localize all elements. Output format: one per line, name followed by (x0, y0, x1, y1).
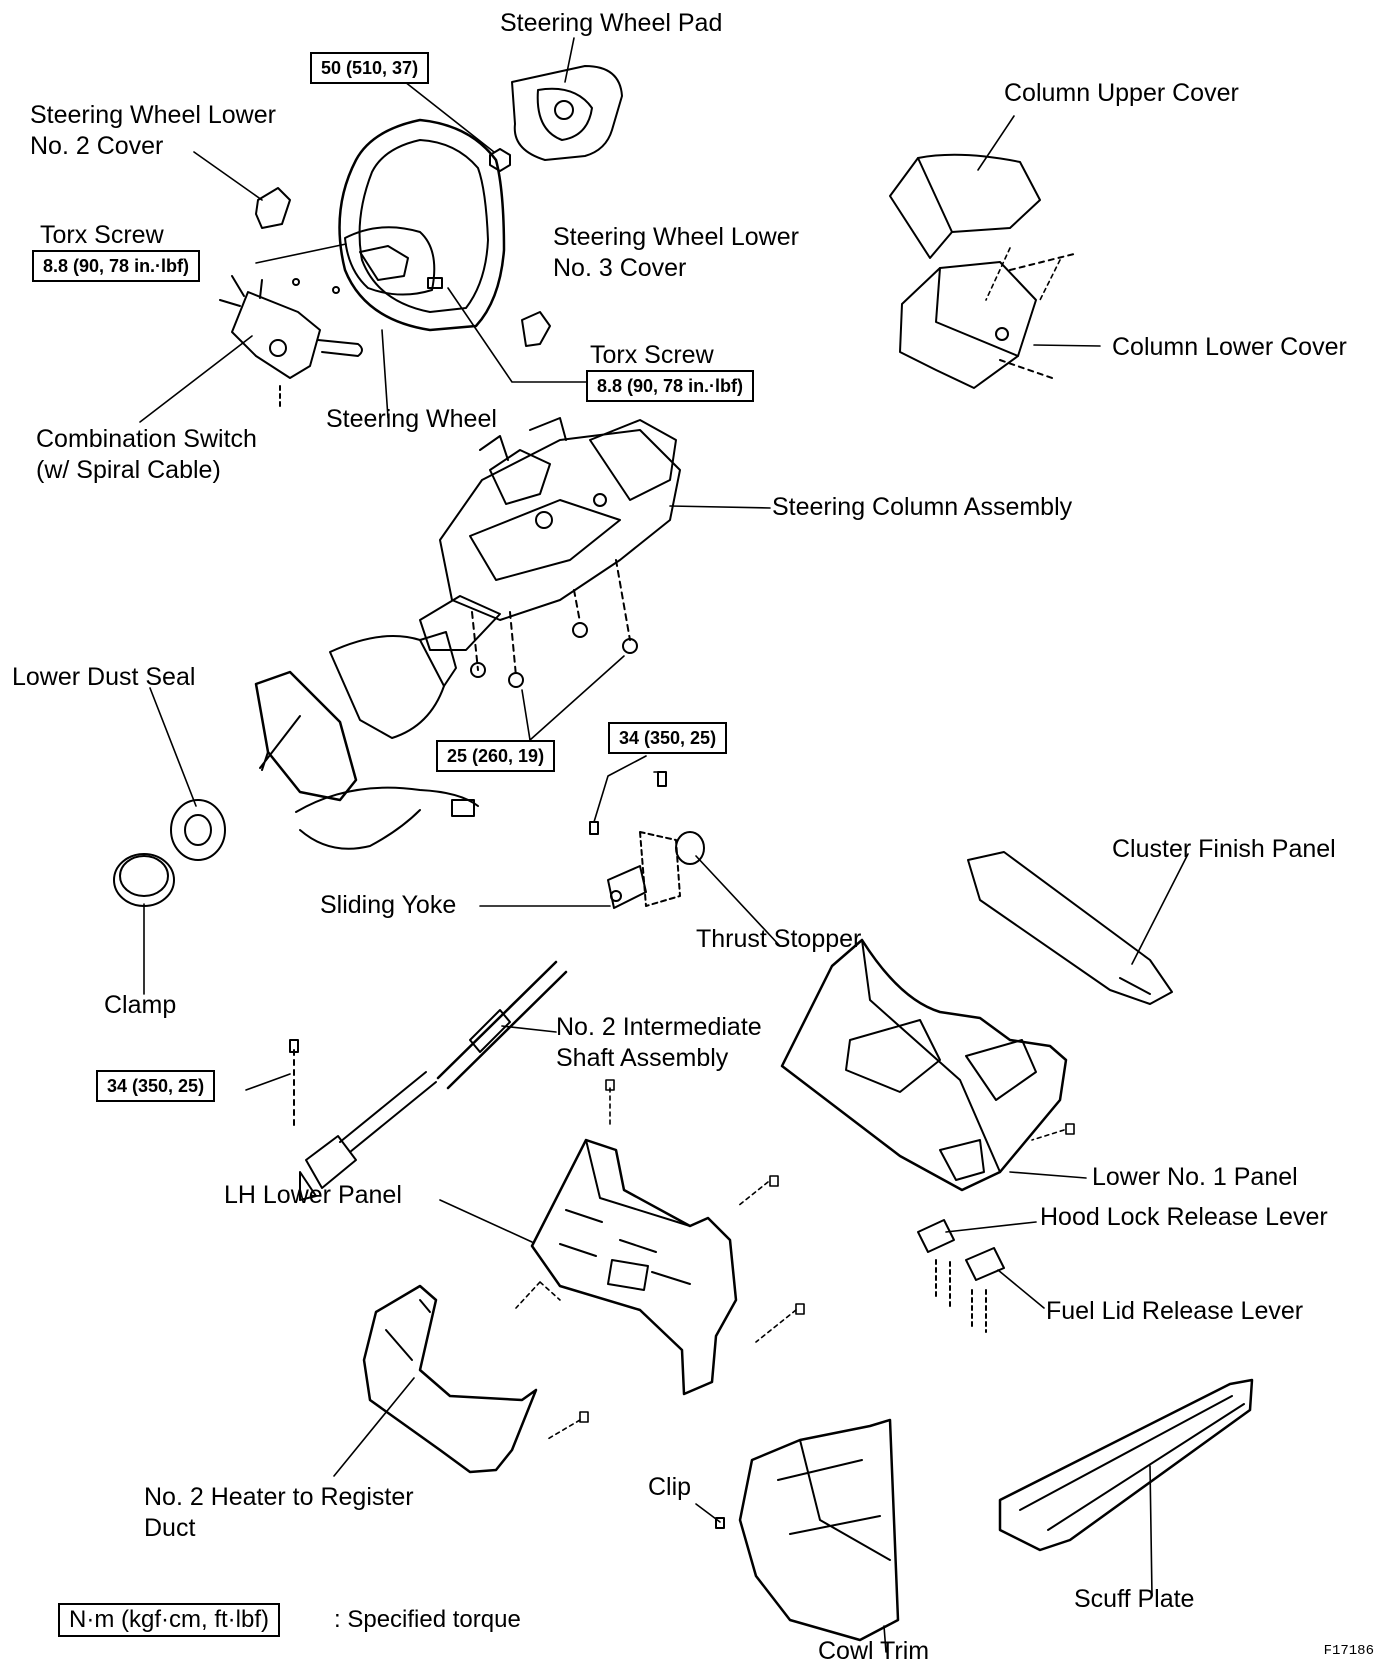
torque-wheel-nut: 50 (510, 37) (310, 52, 430, 84)
lh-lower-panel (530, 1138, 738, 1396)
no2-heater-to-register-duct (362, 1284, 538, 1474)
legend-unit-box: N·m (kgf·cm, ft·lbf) (58, 1603, 280, 1637)
label-steering-wheel-pad: Steering Wheel Pad (500, 9, 723, 37)
label-thrust-stopper: Thrust Stopper (696, 925, 862, 953)
label-hood-lock-release-lever: Hood Lock Release Lever (1040, 1203, 1328, 1231)
torque-yoke-bolts: 34 (350, 25) (608, 722, 728, 754)
label-clip: Clip (648, 1473, 692, 1501)
label-cluster-finish-panel: Cluster Finish Panel (1112, 835, 1336, 863)
label-combination-switch: Combination Switch (w/ Spiral Cable) (36, 425, 257, 484)
lower-boot-assembly (254, 631, 479, 850)
lower-no1-panel (780, 938, 1068, 1192)
lower-dust-seal (170, 799, 226, 861)
column-lower-cover (899, 253, 1075, 389)
label-lh-lower-panel: LH Lower Panel (224, 1181, 402, 1209)
label-lower-dust-seal: Lower Dust Seal (12, 663, 196, 691)
label-scuff-plate: Scuff Plate (1074, 1585, 1195, 1613)
fasteners (515, 247, 1075, 1441)
steering-wheel-pad (511, 65, 623, 161)
label-torx-screw-right: Torx Screw (590, 341, 714, 369)
combination-switch (219, 275, 363, 407)
label-column-lower-cover: Column Lower Cover (1112, 333, 1347, 361)
no2-intermediate-shaft-assembly (289, 960, 568, 1201)
column-mounting-nuts (470, 559, 638, 688)
label-torx-screw-left: Torx Screw (40, 221, 164, 249)
cowl-trim (715, 1418, 900, 1642)
label-cowl-trim: Cowl Trim (818, 1637, 930, 1665)
label-no2-intermediate-shaft: No. 2 Intermediate Shaft Assembly (556, 1013, 762, 1072)
steering-wheel-lower-no3-cover (521, 311, 551, 347)
figure-id: F17186 (1323, 1643, 1374, 1659)
steering-wheel-lower-no2-cover (255, 187, 291, 229)
legend-text: : Specified torque (334, 1606, 521, 1633)
label-sliding-yoke: Sliding Yoke (320, 891, 457, 919)
label-no2-heater-duct: No. 2 Heater to Register Duct (144, 1483, 414, 1542)
label-clamp: Clamp (104, 991, 177, 1019)
clamp (113, 853, 175, 907)
steering-wheel (338, 118, 506, 332)
release-levers (917, 1219, 1005, 1333)
scuff-plate (998, 1378, 1254, 1552)
label-steering-wheel-lower-no2-cover: Steering Wheel Lower No. 2 Cover (30, 101, 276, 160)
label-steering-column-assembly: Steering Column Assembly (772, 493, 1073, 521)
steering-wheel-set-nut (489, 148, 511, 172)
label-fuel-lid-release-lever: Fuel Lid Release Lever (1046, 1297, 1304, 1325)
torque-column-nuts: 25 (260, 19) (436, 740, 556, 772)
leader-lines (139, 37, 1189, 1653)
label-lower-no1-panel: Lower No. 1 Panel (1092, 1163, 1298, 1191)
steering-column-assembly (419, 417, 681, 651)
sliding-yoke-group (589, 771, 705, 909)
torque-shaft-bolt: 34 (350, 25) (96, 1070, 216, 1102)
cluster-finish-panel (967, 851, 1173, 1005)
column-upper-cover (889, 153, 1041, 259)
torque-torx-right: 8.8 (90, 78 in.·lbf) (586, 370, 755, 402)
torque-torx-left: 8.8 (90, 78 in.·lbf) (32, 250, 201, 282)
label-steering-wheel: Steering Wheel (326, 405, 497, 433)
label-steering-wheel-lower-no3-cover: Steering Wheel Lower No. 3 Cover (553, 223, 799, 282)
label-column-upper-cover: Column Upper Cover (1004, 79, 1239, 107)
